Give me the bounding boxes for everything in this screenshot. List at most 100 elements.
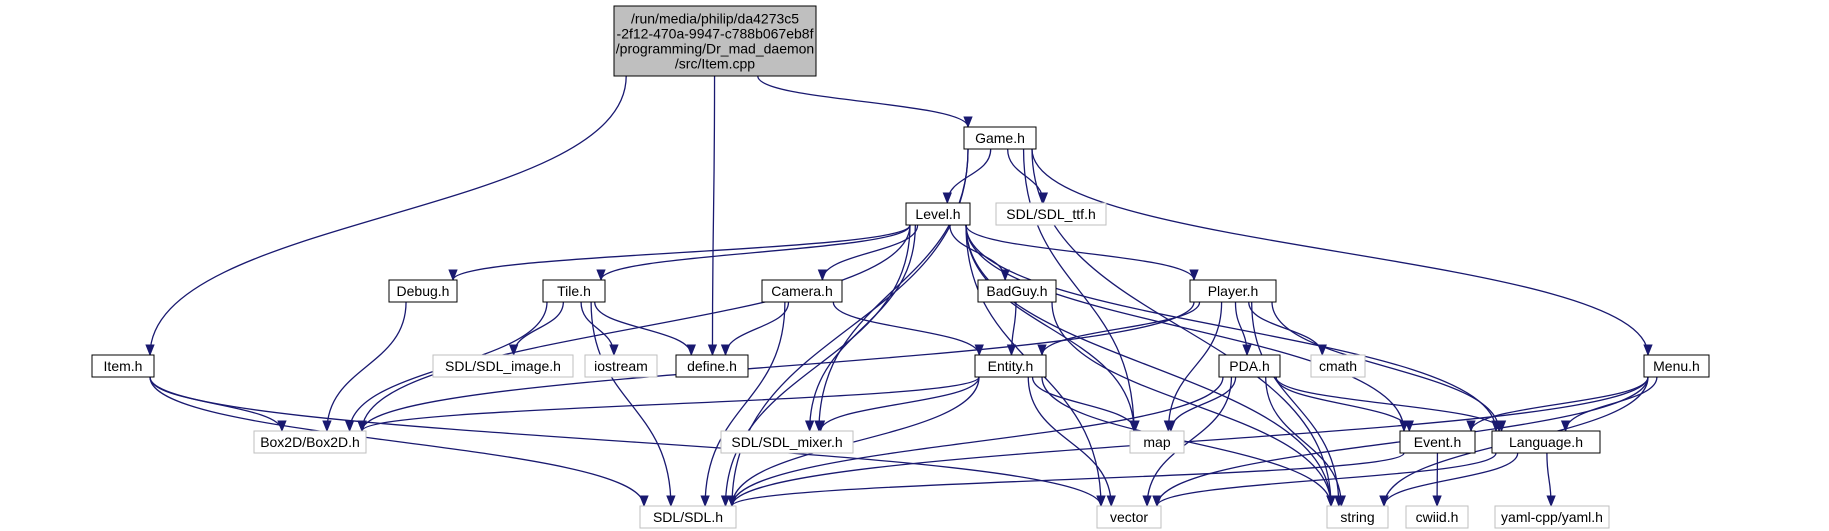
node-entity-box bbox=[974, 354, 1047, 378]
node-sdl_ttf-label-0: SDL/SDL_ttf.h bbox=[1006, 206, 1096, 222]
node-sdl_mixer-label-0: SDL/SDL_mixer.h bbox=[731, 434, 842, 450]
node-root-label-1: -2f12-470a-9947-c788b067eb8f bbox=[617, 26, 814, 42]
edge-camera-to-entity bbox=[832, 301, 984, 357]
edge-player-to-language bbox=[1271, 301, 1504, 433]
node-level[interactable]: Level.h bbox=[905, 202, 971, 226]
edge-player-to-pda bbox=[1234, 301, 1252, 357]
edges bbox=[145, 75, 1658, 508]
node-language-label-0: Language.h bbox=[1509, 434, 1583, 450]
node-vector-box bbox=[1096, 505, 1162, 529]
edge-badguy-to-entity bbox=[1006, 301, 1017, 357]
edge-pda-to-map bbox=[1166, 376, 1237, 433]
edge-root-to-item bbox=[145, 75, 627, 357]
edge-language-to-vector bbox=[1152, 452, 1497, 508]
node-tile[interactable]: Tile.h bbox=[542, 279, 606, 303]
node-menu-box bbox=[1643, 354, 1710, 378]
node-player-label-0: Player.h bbox=[1208, 283, 1259, 299]
node-menu-label-0: Menu.h bbox=[1653, 358, 1700, 374]
node-item-label-0: Item.h bbox=[104, 358, 143, 374]
edge-player-to-map bbox=[1163, 301, 1223, 433]
edge-event-to-sdl bbox=[727, 452, 1405, 508]
edge-player-to-entity bbox=[1037, 301, 1201, 357]
node-yaml-box bbox=[1494, 505, 1610, 529]
edge-pda-to-event bbox=[1275, 376, 1414, 433]
node-define[interactable]: define.h bbox=[675, 354, 749, 378]
node-cwiid-label-0: cwiid.h bbox=[1416, 509, 1459, 525]
node-level-label-0: Level.h bbox=[915, 206, 960, 222]
node-entity-label-0: Entity.h bbox=[988, 358, 1034, 374]
node-item[interactable]: Item.h bbox=[91, 354, 155, 378]
node-box2d-box bbox=[253, 430, 367, 454]
edge-level-to-sdl bbox=[720, 224, 911, 508]
node-sdl_ttf: SDL/SDL_ttf.h bbox=[995, 202, 1107, 226]
node-item-box bbox=[91, 354, 155, 378]
node-menu[interactable]: Menu.h bbox=[1643, 354, 1710, 378]
edge-camera-to-define bbox=[720, 301, 790, 357]
node-cmath-box bbox=[1310, 354, 1366, 378]
node-debug-box bbox=[388, 279, 458, 303]
edge-entity-to-box2d bbox=[357, 376, 980, 433]
node-sdl_ttf-box bbox=[995, 202, 1107, 226]
node-vector-label-0: vector bbox=[1110, 509, 1148, 525]
edge-level-to-box2d bbox=[357, 224, 911, 433]
node-tile-box bbox=[542, 279, 606, 303]
edge-pda-to-string bbox=[1265, 376, 1346, 508]
node-tile-label-0: Tile.h bbox=[557, 283, 591, 299]
nodes: /run/media/philip/da4273c5-2f12-470a-994… bbox=[91, 5, 1710, 529]
edge-entity-to-sdl_mixer bbox=[815, 376, 980, 433]
node-pda-label-0: PDA.h bbox=[1229, 358, 1269, 374]
node-box2d: Box2D/Box2D.h bbox=[253, 430, 367, 454]
node-game[interactable]: Game.h bbox=[963, 126, 1037, 150]
node-box2d-label-0: Box2D/Box2D.h bbox=[260, 434, 360, 450]
node-player-box bbox=[1189, 279, 1277, 303]
node-pda-box bbox=[1218, 354, 1281, 378]
node-level-box bbox=[905, 202, 971, 226]
edge-game-to-level bbox=[942, 148, 992, 205]
node-map-label-0: map bbox=[1143, 434, 1170, 450]
node-root-box bbox=[613, 5, 817, 77]
node-sdl_image-label-0: SDL/SDL_image.h bbox=[445, 358, 561, 374]
node-string: string bbox=[1326, 505, 1389, 529]
node-cmath: cmath bbox=[1310, 354, 1366, 378]
edge-level-to-tile bbox=[596, 224, 911, 282]
node-event[interactable]: Event.h bbox=[1399, 430, 1476, 454]
edge-player-to-string bbox=[1251, 301, 1344, 508]
node-string-label-0: string bbox=[1340, 509, 1374, 525]
node-badguy[interactable]: BadGuy.h bbox=[977, 279, 1057, 303]
edge-debug-to-box2d bbox=[322, 301, 407, 433]
node-camera[interactable]: Camera.h bbox=[761, 279, 843, 303]
node-entity[interactable]: Entity.h bbox=[974, 354, 1047, 378]
node-badguy-label-0: BadGuy.h bbox=[986, 283, 1047, 299]
node-map-box bbox=[1129, 430, 1185, 454]
node-player[interactable]: Player.h bbox=[1189, 279, 1277, 303]
node-debug[interactable]: Debug.h bbox=[388, 279, 458, 303]
node-root-label-2: /programming/Dr_mad_daemon bbox=[616, 41, 814, 57]
node-root-label-0: /run/media/philip/da4273c5 bbox=[631, 11, 799, 27]
node-pda[interactable]: PDA.h bbox=[1218, 354, 1281, 378]
edge-level-to-map bbox=[965, 224, 1139, 433]
node-iostream: iostream bbox=[584, 354, 658, 378]
node-define-box bbox=[675, 354, 749, 378]
edge-tile-to-iostream bbox=[580, 301, 619, 357]
node-string-box bbox=[1326, 505, 1389, 529]
edge-entity-to-map bbox=[1031, 376, 1140, 433]
edge-level-to-language bbox=[965, 224, 1501, 433]
node-sdl_mixer-box bbox=[720, 430, 854, 454]
node-cwiid: cwiid.h bbox=[1405, 505, 1469, 529]
node-define-label-0: define.h bbox=[687, 358, 737, 374]
edge-tile-to-sdl_image bbox=[508, 301, 564, 357]
edge-root-to-define bbox=[707, 75, 718, 357]
edge-menu-to-sdl bbox=[727, 376, 1649, 508]
node-vector: vector bbox=[1096, 505, 1162, 529]
edge-player-to-cmath bbox=[1248, 301, 1327, 357]
node-yaml-label-0: yaml-cpp/yaml.h bbox=[1501, 509, 1603, 525]
node-cmath-label-0: cmath bbox=[1319, 358, 1357, 374]
node-language[interactable]: Language.h bbox=[1491, 430, 1601, 454]
node-sdl-label-0: SDL/SDL.h bbox=[653, 509, 723, 525]
edge-tile-to-define bbox=[594, 301, 696, 357]
node-iostream-box bbox=[584, 354, 658, 378]
node-root[interactable]: /run/media/philip/da4273c5-2f12-470a-994… bbox=[613, 5, 817, 77]
edge-game-to-menu bbox=[1031, 148, 1653, 357]
node-camera-label-0: Camera.h bbox=[771, 283, 832, 299]
